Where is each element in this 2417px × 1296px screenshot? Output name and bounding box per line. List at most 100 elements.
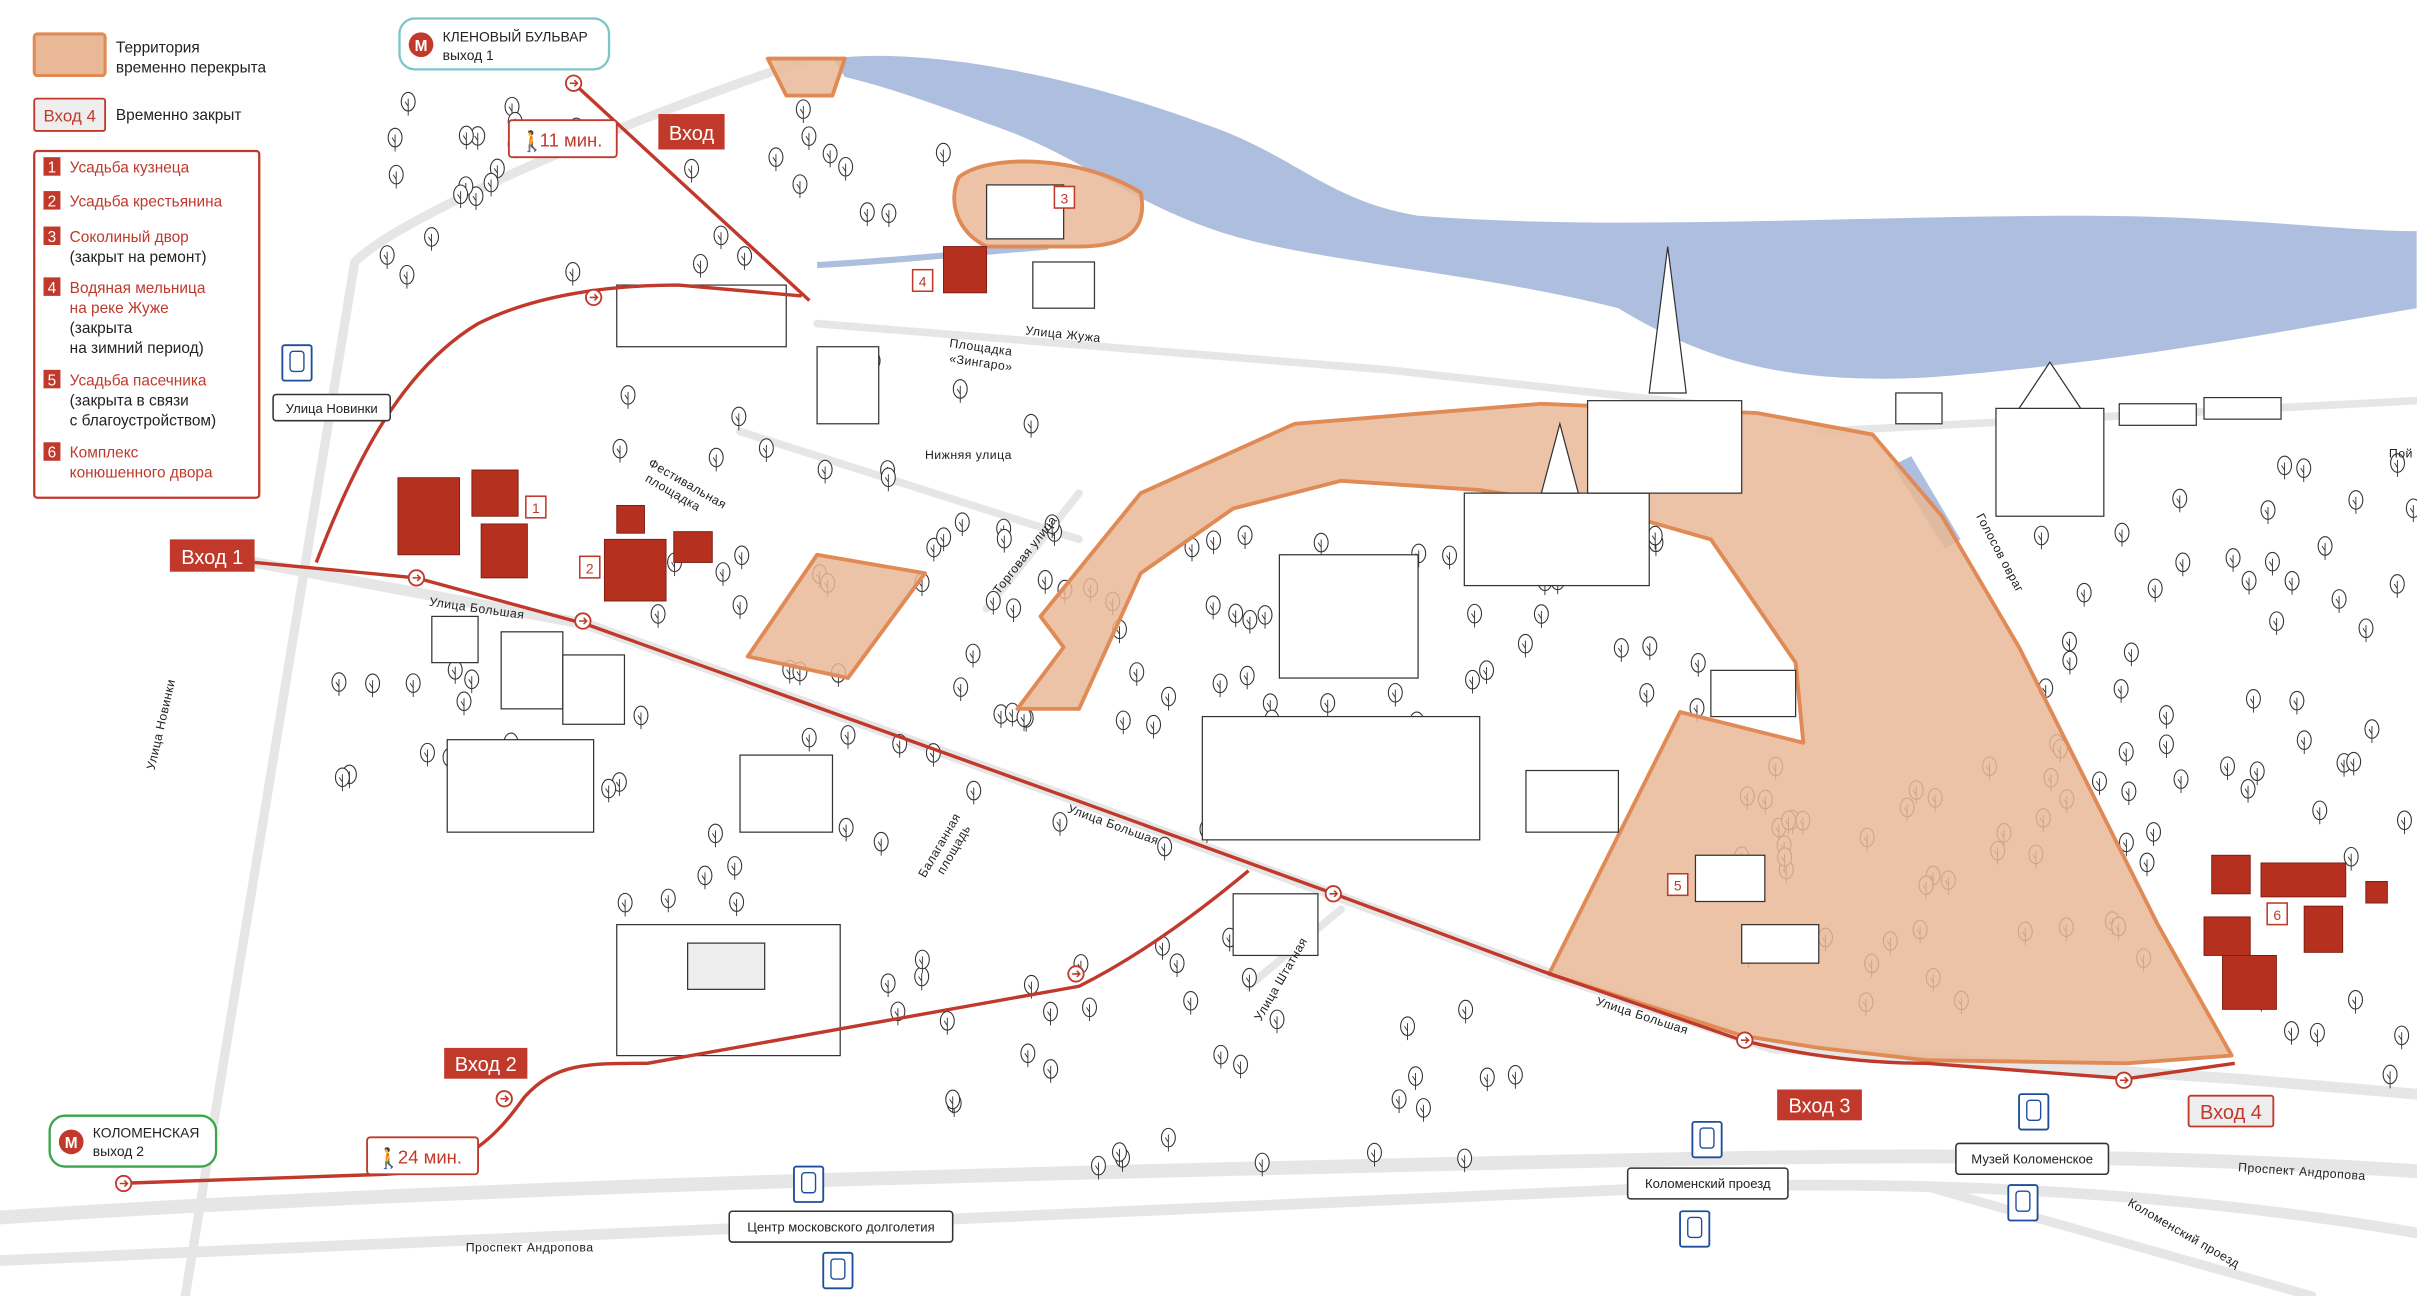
bus-icon[interactable] — [1691, 1120, 1723, 1159]
tree-icon — [1237, 525, 1253, 550]
tree-icon — [1257, 605, 1273, 629]
tree-icon — [697, 865, 713, 890]
legend-number-badge — [43, 191, 61, 210]
tree-icon — [1479, 660, 1495, 685]
tree-icon — [1020, 1043, 1036, 1068]
entrance-1[interactable]: Вход 1 — [169, 539, 255, 572]
tree-icon — [483, 172, 499, 197]
tree-icon — [1115, 710, 1131, 735]
tree-icon — [713, 225, 729, 250]
zhuzha-river — [816, 243, 1049, 269]
legend-title: конюшенного двора — [70, 465, 213, 482]
legend-label: Временно закрыт — [116, 107, 242, 124]
tree-icon — [1228, 603, 1244, 628]
map-marker-1[interactable]: 1 — [525, 495, 547, 519]
tree-icon — [464, 669, 480, 694]
tree-icon — [1213, 1044, 1229, 1069]
tree-icon — [468, 186, 484, 211]
tree-icon — [1442, 545, 1458, 570]
bus-icon[interactable] — [1679, 1210, 1711, 1248]
marker-number: 4 — [919, 274, 927, 290]
bus-icon[interactable] — [793, 1165, 825, 1203]
tree-icon — [2245, 689, 2261, 713]
buildings — [431, 184, 2282, 1057]
marker-number: 6 — [2273, 907, 2281, 923]
map-marker-3[interactable]: 3 — [1053, 185, 1076, 209]
tree-icon — [945, 1089, 961, 1114]
tree-icon — [838, 817, 854, 842]
tree-icon — [693, 253, 708, 278]
tree-icon — [2284, 571, 2300, 595]
tree-icon — [1517, 633, 1533, 658]
tree-icon — [2146, 822, 2162, 846]
route-arrow-icon — [407, 569, 426, 587]
tree-icon — [822, 143, 838, 168]
tree-icon — [2158, 705, 2174, 729]
bus-icons — [281, 344, 2050, 1290]
tree-icon — [601, 778, 617, 803]
tree-icon — [1465, 669, 1480, 694]
tree-icon — [1169, 953, 1185, 978]
tree-icon — [1613, 638, 1629, 662]
tree-icon — [1212, 673, 1228, 698]
map-marker-2[interactable]: 2 — [578, 555, 601, 579]
tree-icon — [1160, 1127, 1176, 1152]
tree-icon — [1408, 1066, 1424, 1090]
tree-icon — [758, 438, 774, 462]
legend-number-badge — [43, 442, 61, 461]
bus-stop-label: Улица Новинки — [286, 401, 378, 416]
tree-icon — [801, 126, 817, 150]
tree-icon — [331, 672, 347, 696]
legend-number-badge — [43, 226, 61, 246]
route-arrow-icon — [564, 74, 583, 92]
tree-icon — [2264, 551, 2280, 576]
entrance-2[interactable]: Вход 2 — [444, 1047, 528, 1079]
tree-icon — [2172, 488, 2188, 513]
tree-icon — [1639, 683, 1655, 707]
tree-icon — [2113, 679, 2129, 703]
metro-icon-letter: М — [65, 1135, 78, 1152]
tree-icon — [2331, 589, 2347, 613]
tree-icon — [952, 379, 968, 403]
tree-icon — [1037, 570, 1053, 594]
tree-icon — [795, 99, 811, 124]
route-arrow-icon — [574, 612, 592, 630]
bus-stop-label: Центр московского долголетия — [747, 1219, 934, 1234]
moskva-river — [832, 55, 2417, 379]
tree-icon — [1533, 604, 1549, 628]
tree-icon — [914, 966, 930, 991]
entrance-4-closed[interactable]: Вход 4 — [2187, 1094, 2275, 1128]
map-marker-6[interactable]: 6 — [2266, 902, 2288, 926]
entrance-main[interactable]: Вход — [658, 114, 725, 150]
metro-kolomenskaya[interactable]: М КОЛОМЕНСКАЯ выход 2 — [48, 1114, 218, 1168]
bus-stop-kolomensky-proezd[interactable]: Коломенский проезд — [1626, 1167, 1789, 1200]
legend-title: Соколиный двор — [70, 229, 189, 246]
metro-kolenovy-bulvar[interactable]: М КЛЕНОВЫЙ БУЛЬВАР выход 1 — [398, 17, 611, 71]
entrance-3[interactable]: Вход 3 — [1777, 1089, 1862, 1121]
tree-icon — [1043, 1001, 1059, 1026]
tree-icon — [2092, 771, 2107, 796]
map-marker-5[interactable]: 5 — [1666, 872, 1689, 897]
map-marker-4[interactable]: 4 — [911, 268, 934, 293]
bus-stop-novinki[interactable]: Улица Новинки — [272, 393, 391, 422]
tree-icon — [2241, 570, 2257, 595]
bus-stop-dolgoletie[interactable]: Центр московского долголетия — [728, 1210, 954, 1243]
tree-icon — [379, 245, 395, 269]
metro-icon — [408, 32, 434, 58]
bus-icon[interactable] — [822, 1251, 854, 1290]
tree-icon — [1043, 1059, 1059, 1083]
tree-icon — [1415, 1098, 1431, 1122]
tree-icon — [1387, 682, 1403, 707]
bus-icon[interactable] — [281, 344, 313, 382]
legend-label: временно перекрыта — [116, 59, 267, 76]
bus-icon[interactable] — [2018, 1093, 2050, 1131]
tree-icon — [1205, 595, 1221, 620]
tree-icon — [1052, 812, 1068, 836]
entrance-label: Вход 4 — [2200, 1102, 2262, 1124]
bus-icon[interactable] — [2007, 1184, 2039, 1222]
tree-icon — [2277, 455, 2293, 480]
marker-number: 3 — [1061, 190, 1069, 206]
bus-stop-muzey-kolomenskoe[interactable]: Музей Коломенское — [1955, 1142, 2110, 1176]
